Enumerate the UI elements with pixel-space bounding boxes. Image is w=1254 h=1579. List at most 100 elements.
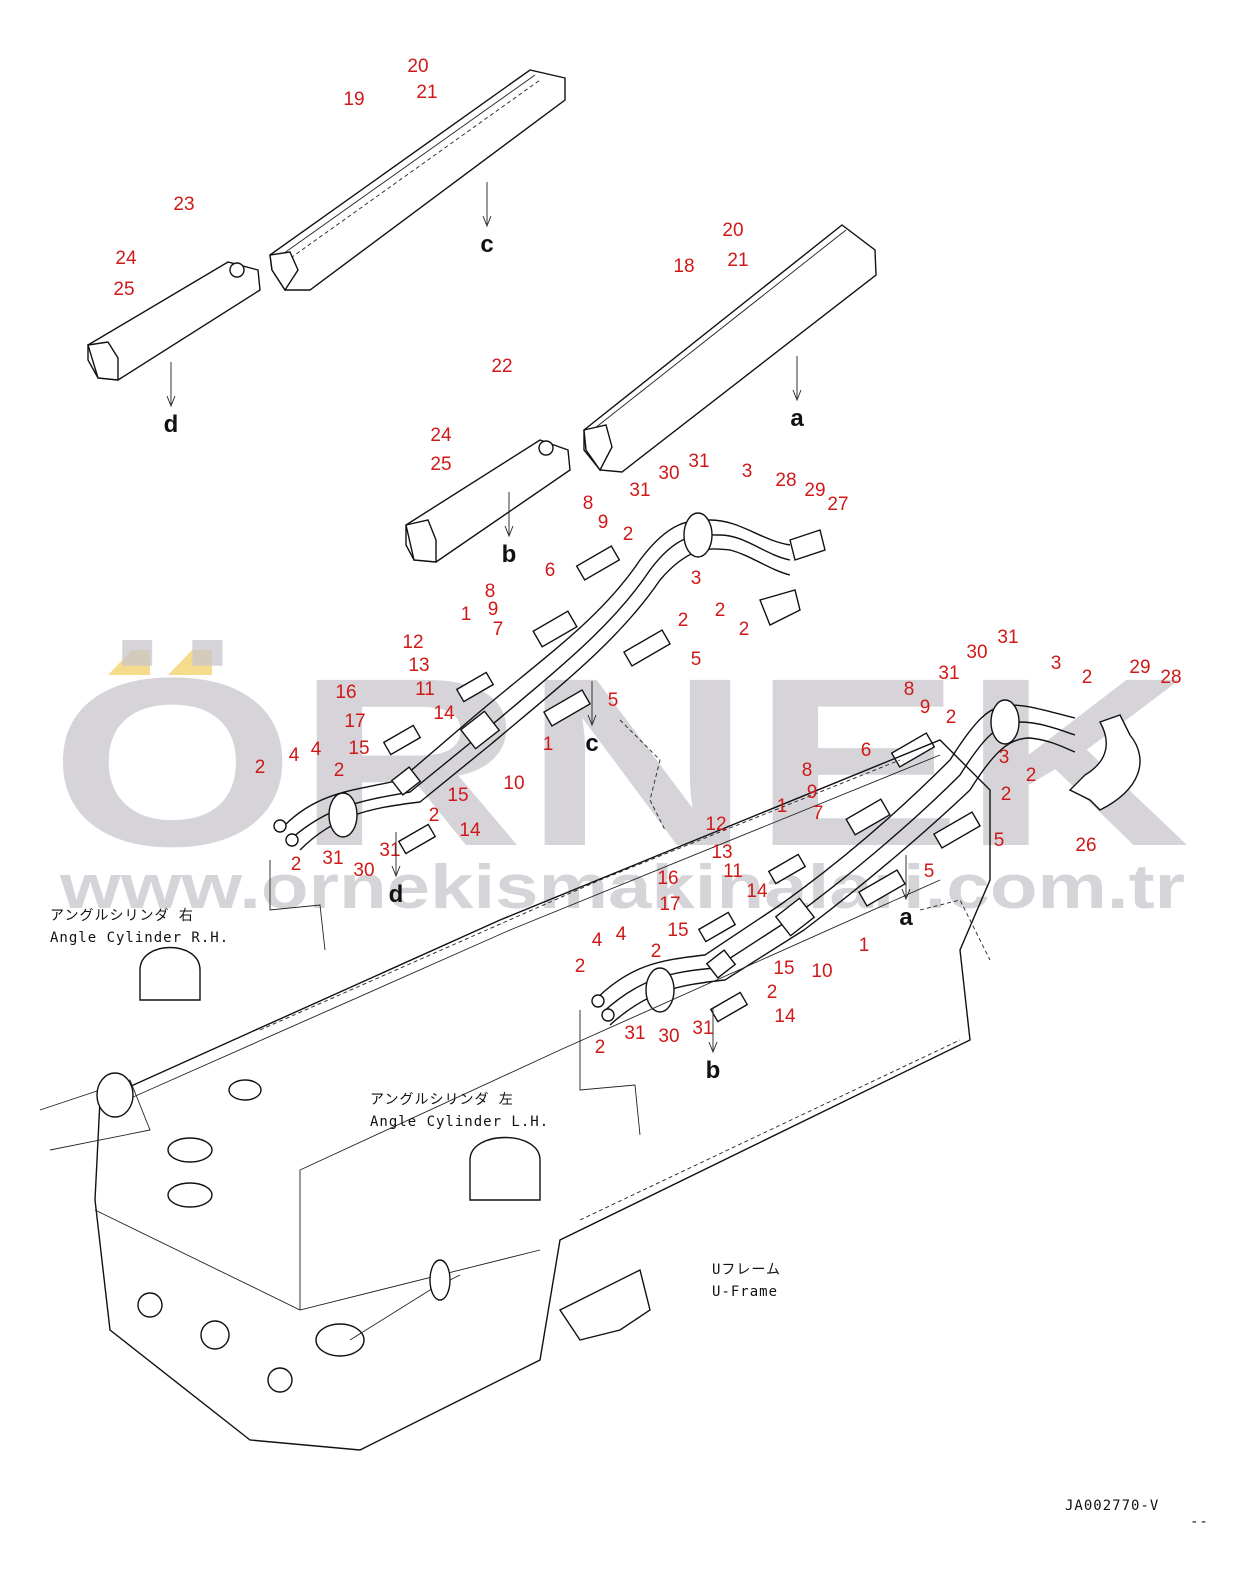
view-arrow-icon <box>504 492 514 538</box>
drawing-number: JA002770-V <box>1065 1498 1159 1514</box>
callout-9: 9 <box>488 599 499 620</box>
callout-25: 25 <box>430 454 451 475</box>
callout-2: 2 <box>334 760 345 781</box>
callout-2: 2 <box>1001 784 1012 805</box>
callout-14: 14 <box>774 1006 796 1027</box>
callout-12: 12 <box>705 814 726 835</box>
callout-16: 16 <box>335 682 356 703</box>
view-letter-b: b <box>706 1057 721 1084</box>
callout-31: 31 <box>629 480 650 501</box>
hose-assembly-lh <box>591 699 1141 1026</box>
callout-5: 5 <box>924 861 935 882</box>
callout-2: 2 <box>767 982 778 1003</box>
callout-15: 15 <box>667 920 688 941</box>
callout-5: 5 <box>994 830 1005 851</box>
callout-9: 9 <box>807 782 818 803</box>
cover-19 <box>269 69 566 292</box>
callout-12: 12 <box>402 632 423 653</box>
callout-30: 30 <box>966 642 987 663</box>
callout-3: 3 <box>691 568 702 589</box>
callout-4: 4 <box>311 739 322 760</box>
callout-5: 5 <box>608 690 619 711</box>
watermark-logo: ÖRNEK <box>50 628 1190 896</box>
callout-2: 2 <box>575 956 586 977</box>
callout-8: 8 <box>485 581 496 602</box>
view-arrow-icon <box>587 681 597 727</box>
callout-23: 23 <box>173 194 194 215</box>
callout-24: 24 <box>115 248 137 269</box>
callout-8: 8 <box>583 493 594 514</box>
angle-cylinder-rh-en: Angle Cylinder R.H. <box>50 930 229 946</box>
callout-9: 9 <box>598 512 609 533</box>
callout-2: 2 <box>651 941 662 962</box>
callout-2: 2 <box>255 757 266 778</box>
callout-31: 31 <box>624 1023 645 1044</box>
annotation-angle-cylinder-lh: アングルシリンダ 左 Angle Cylinder L.H. <box>370 1092 548 1130</box>
callout-31: 31 <box>379 840 400 861</box>
callout-3: 3 <box>1051 653 1062 674</box>
cover-18 <box>583 224 877 473</box>
callout-2: 2 <box>429 805 440 826</box>
callout-31: 31 <box>938 663 959 684</box>
angle-cylinder-lh-jp: アングルシリンダ 左 <box>370 1092 514 1108</box>
u-frame-jp: Uフレーム <box>712 1262 781 1278</box>
callout-3: 3 <box>999 747 1010 768</box>
callout-21: 21 <box>727 250 748 271</box>
callout-6: 6 <box>861 740 872 761</box>
callout-31: 31 <box>688 451 709 472</box>
callout-1: 1 <box>859 935 870 956</box>
callout-6: 6 <box>545 560 556 581</box>
view-arrow-icon <box>166 362 176 408</box>
callout-8: 8 <box>802 760 813 781</box>
view-letter-d: d <box>164 411 179 438</box>
view-arrow-icon <box>708 1008 718 1054</box>
callout-31: 31 <box>692 1018 713 1039</box>
hose-assembly-rh <box>273 512 826 855</box>
callout-31: 31 <box>322 848 343 869</box>
callout-24: 24 <box>430 425 452 446</box>
view-arrow-icon <box>391 832 401 878</box>
callout-25: 25 <box>113 279 134 300</box>
callout-20: 20 <box>722 220 743 241</box>
callout-2: 2 <box>623 524 634 545</box>
view-arrow-icon <box>792 356 802 402</box>
callout-29: 29 <box>804 480 825 501</box>
callout-30: 30 <box>658 1026 679 1047</box>
callout-17: 17 <box>659 894 680 915</box>
callout-15: 15 <box>348 738 369 759</box>
callout-29: 29 <box>1129 657 1150 678</box>
callout-14: 14 <box>433 703 455 724</box>
callout-28: 28 <box>1160 667 1181 688</box>
callout-1: 1 <box>461 604 472 625</box>
callout-15: 15 <box>447 785 468 806</box>
callout-2: 2 <box>739 619 750 640</box>
callout-20: 20 <box>407 56 428 77</box>
callout-17: 17 <box>344 711 365 732</box>
cover-22 <box>405 439 571 563</box>
callout-4: 4 <box>616 924 627 945</box>
callout-3: 3 <box>742 461 753 482</box>
view-arrow-icon <box>901 855 911 901</box>
logo-accent-mark <box>108 650 150 675</box>
callout-16: 16 <box>657 868 678 889</box>
corner-mark: -- <box>1190 1514 1209 1530</box>
angle-cylinder-rh-jp: アングルシリンダ 右 <box>50 908 194 924</box>
view-arrow-icon <box>482 182 492 228</box>
callout-2: 2 <box>946 707 957 728</box>
callout-22: 22 <box>491 356 512 377</box>
callout-31: 31 <box>997 627 1018 648</box>
callout-5: 5 <box>691 649 702 670</box>
callout-13: 13 <box>408 655 429 676</box>
view-letter-c: c <box>480 231 493 258</box>
view-letter-a: a <box>790 405 804 432</box>
callout-9: 9 <box>920 697 931 718</box>
callout-1: 1 <box>543 734 554 755</box>
u-frame <box>39 719 991 1451</box>
view-letter-c: c <box>585 730 598 757</box>
callout-30: 30 <box>658 463 679 484</box>
callout-14: 14 <box>746 881 768 902</box>
callout-4: 4 <box>289 745 300 766</box>
annotation-angle-cylinder-rh: アングルシリンダ 右 Angle Cylinder R.H. <box>50 908 229 946</box>
callout-2: 2 <box>715 600 726 621</box>
